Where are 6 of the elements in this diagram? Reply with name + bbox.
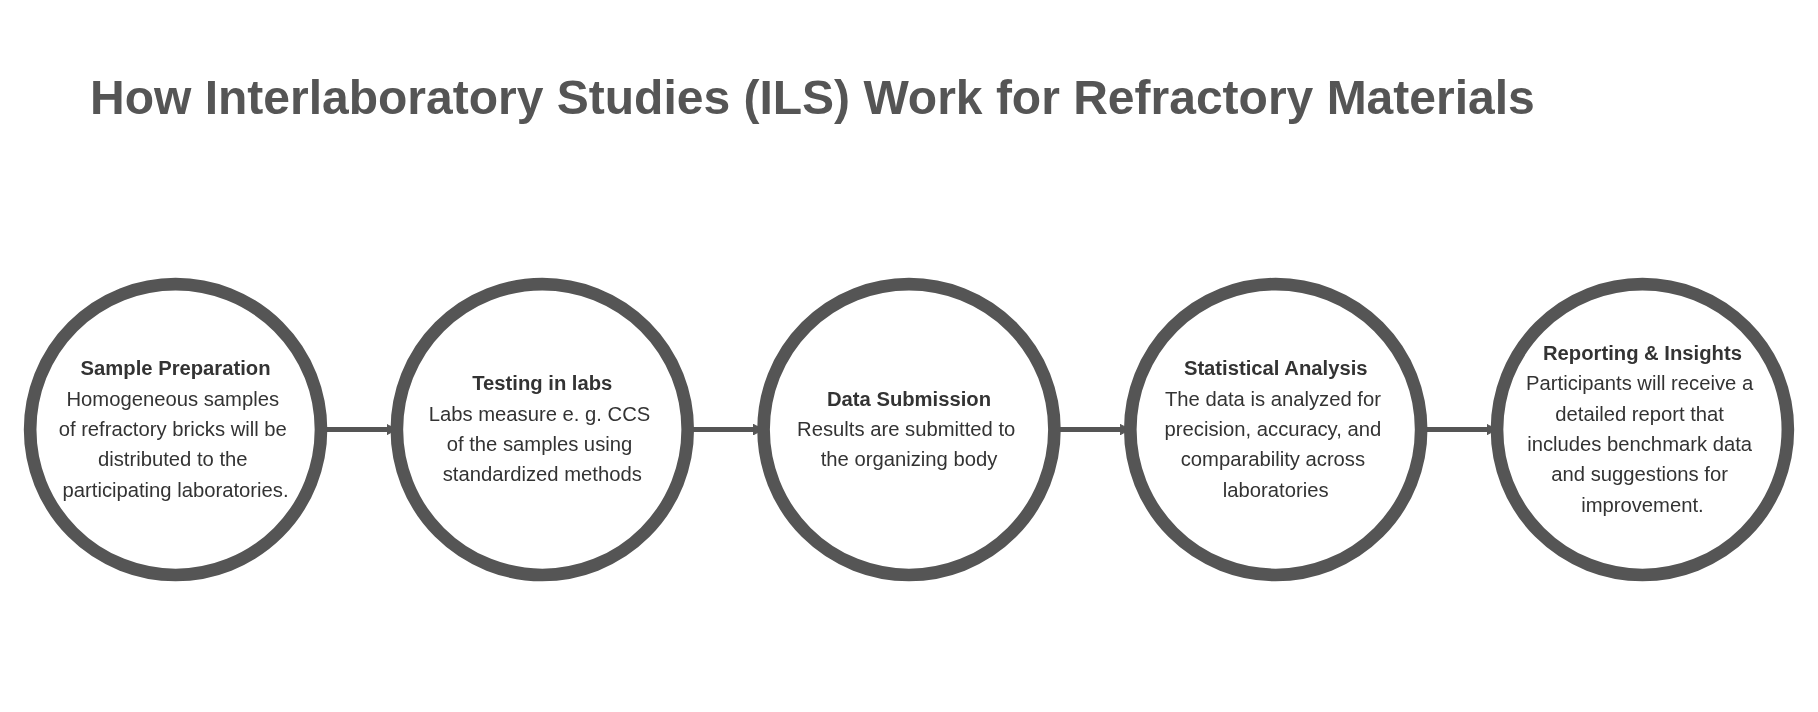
node-circle: Sample Preparation Homogeneous samples of refractory bricks will be distributed to the participating laboratories. (23, 278, 328, 582)
node-circle: Statistical Analysis The data is analyzed for precision, accuracy, and comparability across laboratories (1123, 278, 1428, 582)
node-circle: Reporting & Insights Participants will receive a detailed report that includes benchmark data and suggestions for improvement. (1490, 278, 1795, 582)
diagram-title: How Interlaboratory Studies (ILS) Work for Refractory Materials (90, 70, 1535, 125)
node-circle: Testing in labs Labs measure e. g. CCS of the samples using standardized methods (390, 278, 695, 582)
node-circle: Data Submission Results are submitted to the organizing body (757, 278, 1061, 582)
